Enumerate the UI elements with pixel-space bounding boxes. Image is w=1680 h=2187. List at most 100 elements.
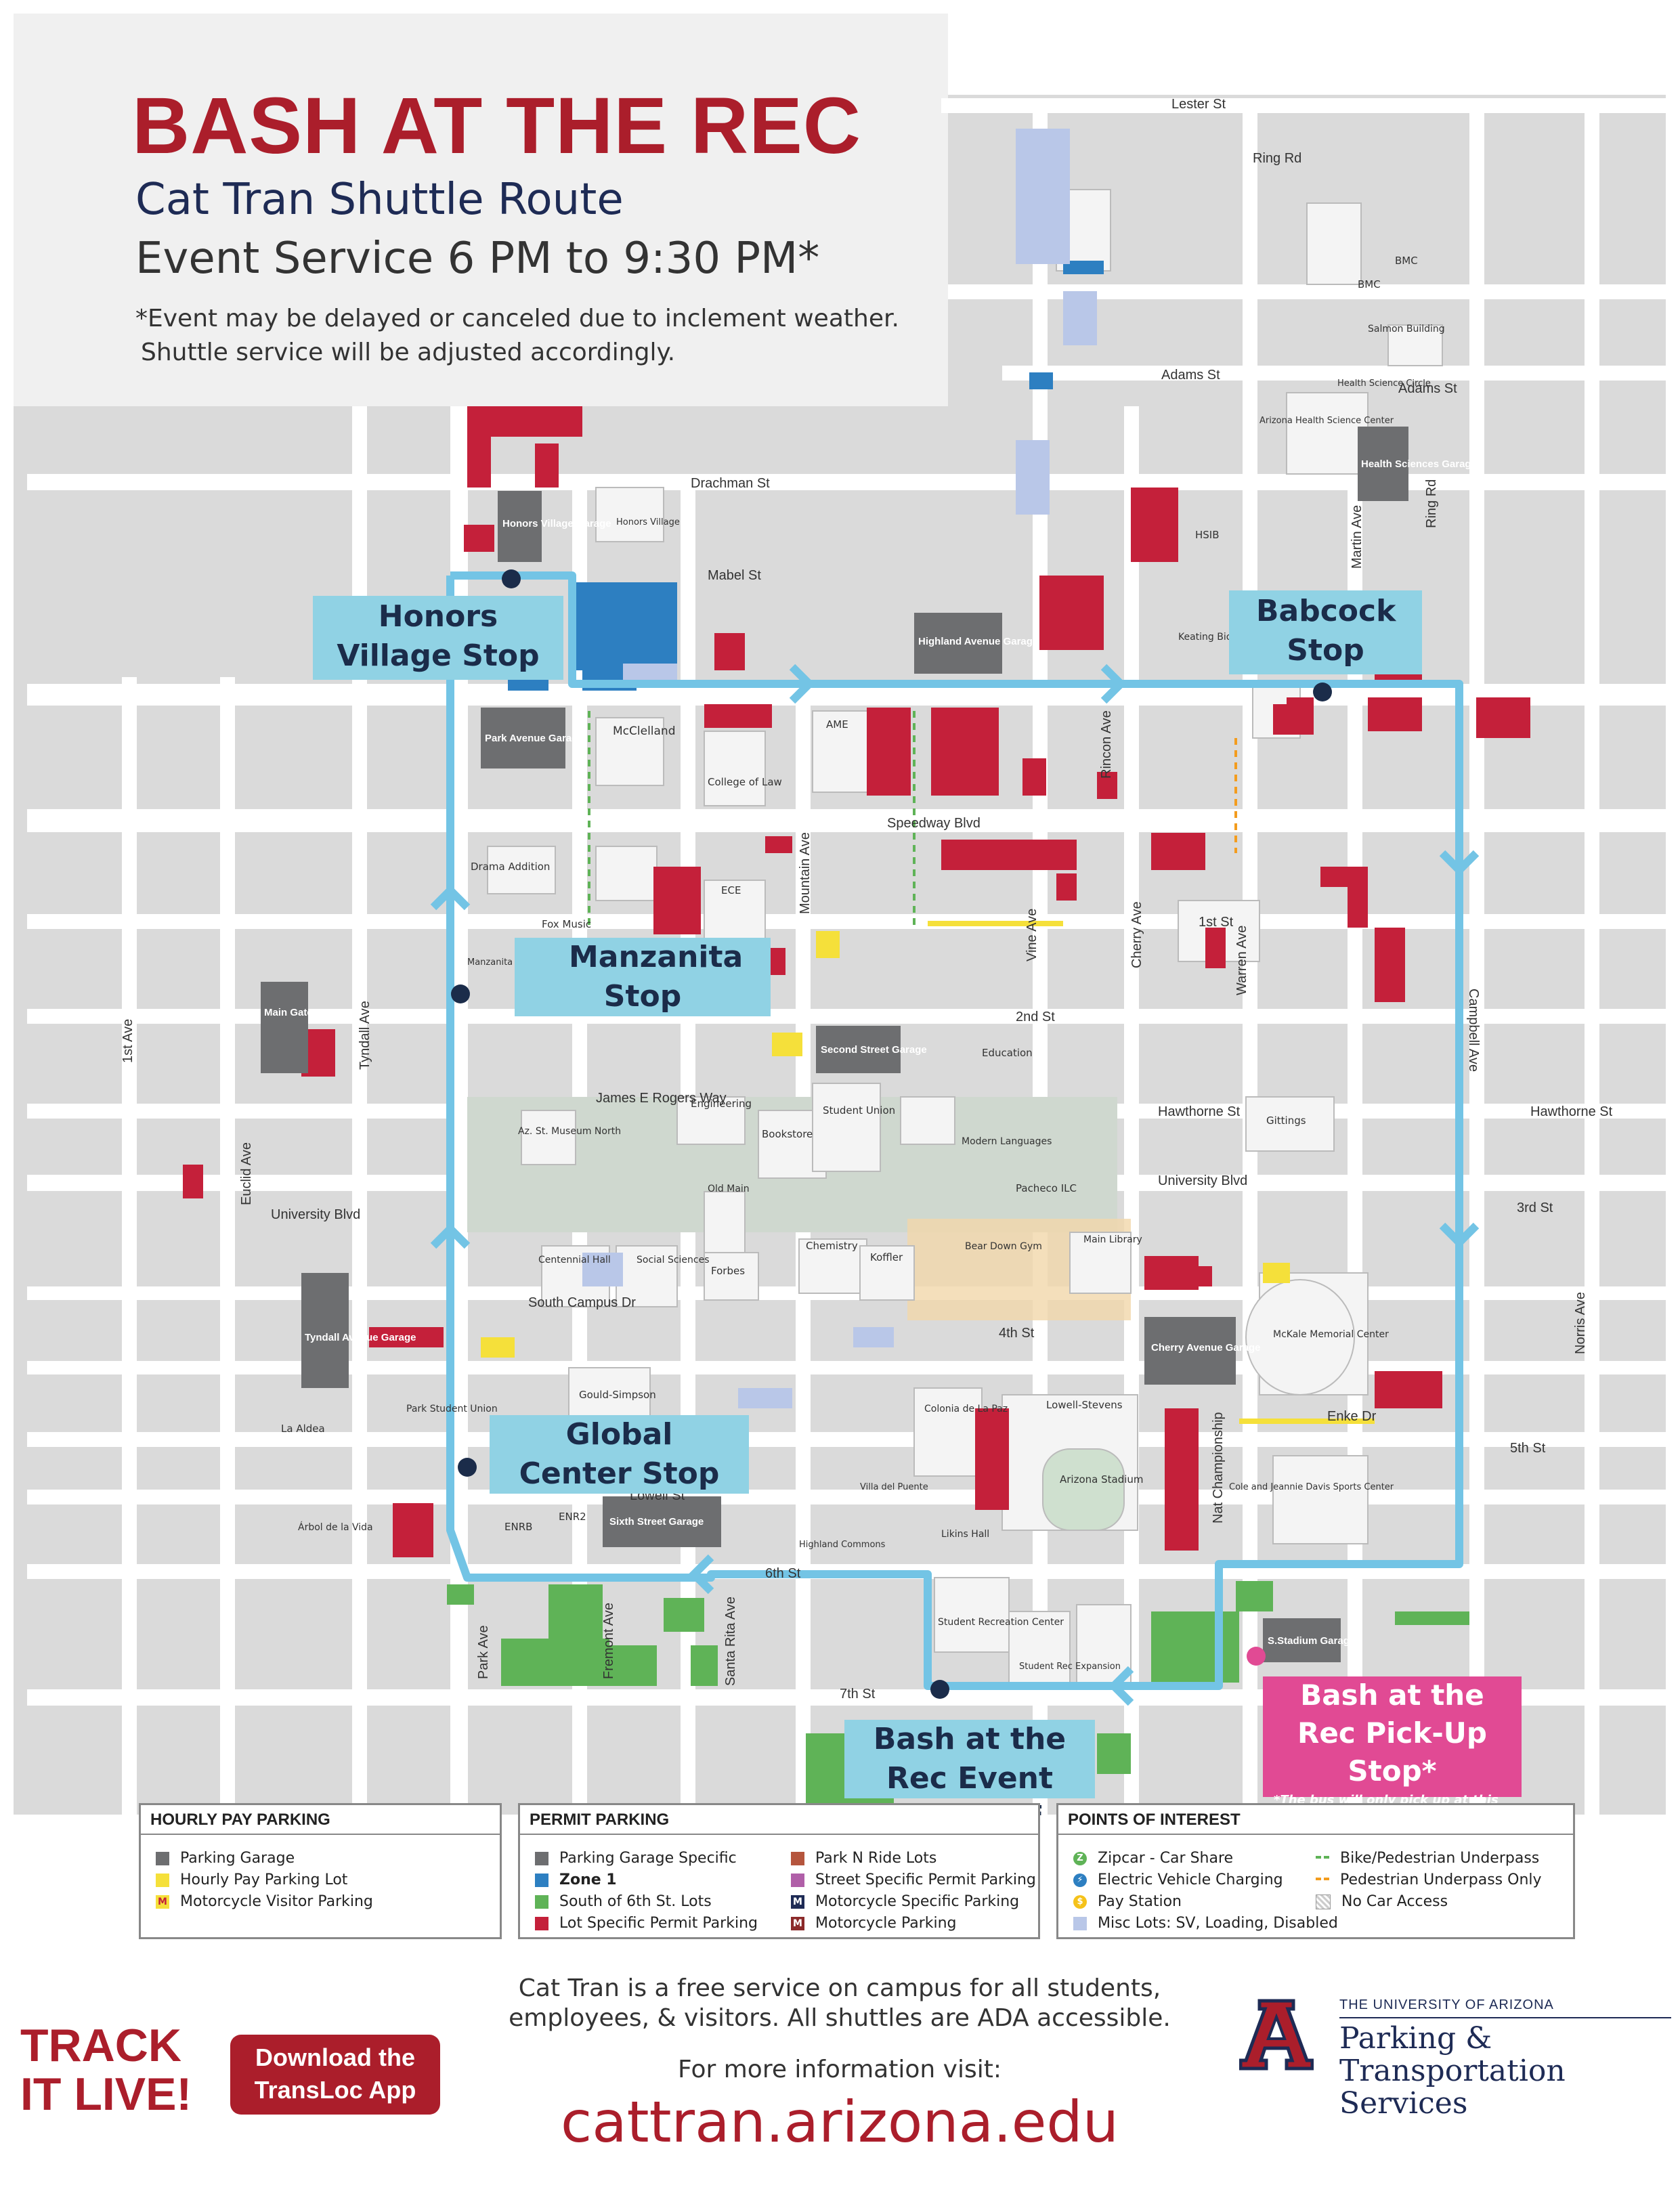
stop-manzanita-label: Manzanita Stop: [569, 940, 744, 1014]
place-chemistry: Chemistry: [806, 1240, 858, 1252]
place-ece: ECE: [721, 884, 741, 896]
place-ame: AME: [826, 718, 848, 731]
place-bmc2: BMC: [1358, 278, 1381, 290]
place-arbol: Árbol de la Vida: [298, 1521, 373, 1533]
legend-permit: PERMIT PARKING Parking Garage Specific Z…: [518, 1803, 1040, 1939]
no-car-icon: [1316, 1894, 1331, 1909]
legend-label: Parking Garage: [180, 1850, 295, 1867]
place-college-of-law: College of Law: [708, 776, 782, 788]
place-mckale: McKale Memorial Center: [1273, 1329, 1389, 1340]
header-panel: [14, 14, 948, 406]
place-modern-languages: Modern Languages: [962, 1136, 1052, 1147]
street-4th: 4th St: [999, 1326, 1035, 1341]
footer-info-line-1: Cat Tran is a free service on campus for…: [518, 1974, 1161, 2002]
street-1st-ave: 1st Ave: [121, 1019, 135, 1063]
street-university: University Blvd: [1158, 1173, 1247, 1188]
motorcycle-visitor-icon: M: [156, 1895, 169, 1909]
download-line-2: TransLoc App: [254, 2076, 416, 2104]
stop-dot-pickup: [1247, 1647, 1266, 1666]
stop-dot-honors: [502, 569, 521, 588]
footer-more-info: For more information visit:: [678, 2056, 1001, 2083]
garage-honors-village: Honors Village Garage: [502, 518, 611, 529]
garage-specific-icon: [535, 1852, 548, 1865]
hourly-swatch-icon: [156, 1874, 169, 1887]
misc-lots: [582, 129, 1097, 1408]
street-tyndall: Tyndall Ave: [358, 1001, 372, 1070]
place-park-student-union: Park Student Union: [406, 1404, 498, 1414]
place-student-union: Student Union: [823, 1104, 895, 1117]
stop-dot-babcock: [1313, 683, 1332, 701]
stop-manzanita: Manzanita Stop: [515, 938, 771, 1016]
street-park: Park Ave: [476, 1625, 491, 1679]
disclaimer-line-1: *Event may be delayed or canceled due to…: [135, 305, 899, 332]
legend-label: Motorcycle Specific Parking: [815, 1893, 1020, 1910]
track-line-2: IT LIVE!: [20, 2069, 192, 2120]
legend-item-park-n-ride: Park N Ride Lots: [791, 1850, 936, 1867]
stop-pickup: Bash at the Rec Pick-Up Stop* *The bus w…: [1263, 1676, 1522, 1837]
bike-underpass-icon: [1316, 1856, 1329, 1859]
shuttle-route: [446, 571, 1463, 1690]
place-la-aldea: La Aldea: [281, 1423, 325, 1435]
park-n-ride-icon: [791, 1852, 804, 1865]
footer-info-line-2: employees, & visitors. All shuttles are …: [509, 2004, 1171, 2032]
stop-dot-dropoff: [930, 1680, 949, 1699]
streets: [27, 98, 1666, 1821]
legend-item-hourly-lot: Hourly Pay Parking Lot: [156, 1871, 347, 1888]
stop-dot-manzanita: [451, 984, 470, 1003]
legend-hourly: HOURLY PAY PARKING Parking Garage Hourly…: [139, 1803, 502, 1939]
street-ring-rd: Ring Rd: [1253, 151, 1301, 166]
legend-label: Zipcar - Car Share: [1098, 1850, 1234, 1867]
street-martin: Martin Ave: [1350, 505, 1364, 569]
garage-sixth-street: Sixth Street Garage: [609, 1516, 704, 1528]
legend-label: Park N Ride Lots: [815, 1850, 937, 1867]
street-adams: Adams St: [1161, 368, 1220, 383]
legend-label: Electric Vehicle Charging: [1098, 1871, 1283, 1888]
street-speedway: Speedway Blvd: [887, 816, 981, 831]
place-old-main: Old Main: [708, 1184, 750, 1194]
legend-item-zone1: Zone 1: [535, 1871, 617, 1888]
place-fox: Fox Music: [542, 918, 591, 930]
ua-line-1: Parking & Transportation: [1339, 2021, 1566, 2088]
street-ring-rd-v: Ring Rd: [1424, 479, 1439, 528]
place-education: Education: [982, 1047, 1033, 1059]
street-mountain: Mountain Ave: [798, 832, 813, 914]
street-5th: 5th St: [1510, 1441, 1546, 1456]
lot-specific-icon: [535, 1917, 548, 1930]
page-subtitle: Cat Tran Shuttle Route: [135, 175, 624, 225]
ev-charging-icon: ⚡: [1073, 1874, 1087, 1887]
legend-label: Misc Lots: SV, Loading, Disabled: [1098, 1915, 1338, 1932]
motorcycle-icon: M: [791, 1917, 804, 1930]
legend-label: South of 6th St. Lots: [559, 1893, 712, 1910]
street-enke: Enke Dr: [1327, 1409, 1377, 1424]
south-6th-icon: [535, 1895, 548, 1909]
download-transloc-button[interactable]: Download the TransLoc App: [230, 2035, 440, 2115]
place-centennial: Centennial Hall: [538, 1255, 611, 1265]
place-hsib: HSIB: [1195, 529, 1220, 541]
legend-label: Parking Garage Specific: [559, 1850, 737, 1867]
street-santa-rita: Santa Rita Ave: [723, 1597, 738, 1686]
street-6th: 6th St: [765, 1566, 801, 1581]
street-james-rogers: James E Rogers Way: [596, 1091, 727, 1106]
legend-item-garage-specific: Parking Garage Specific: [535, 1850, 737, 1867]
legend-item-lot-specific: Lot Specific Permit Parking: [535, 1915, 758, 1932]
ua-small-text: THE UNIVERSITY OF ARIZONA: [1339, 1997, 1554, 2012]
place-gould-simpson: Gould-Simpson: [579, 1389, 656, 1401]
legend-label: Pay Station: [1098, 1893, 1182, 1910]
place-az-health: Arizona Health Science Center: [1259, 416, 1394, 426]
track-line-1: TRACK: [20, 2020, 181, 2071]
cattran-url-link[interactable]: cattran.arizona.edu: [561, 2089, 1119, 2155]
place-gittings: Gittings: [1266, 1114, 1306, 1127]
place-az-museum: Az. St. Museum North: [518, 1126, 621, 1137]
legend-label: Motorcycle Visitor Parking: [180, 1893, 373, 1910]
street-cherry: Cherry Ave: [1129, 901, 1144, 968]
legend-item-street-permit: Street Specific Permit Parking: [791, 1871, 1036, 1888]
street-rincon: Rincon Ave: [1099, 710, 1114, 779]
legend-item-pay-station: $Pay Station: [1073, 1893, 1182, 1910]
stop-honors-village: Honors Village Stop: [313, 596, 563, 680]
place-villa-del-puente: Villa del Puente: [860, 1482, 928, 1492]
street-fremont: Fremont Ave: [601, 1603, 616, 1679]
legend-item-south-6th: South of 6th St. Lots: [535, 1893, 712, 1910]
